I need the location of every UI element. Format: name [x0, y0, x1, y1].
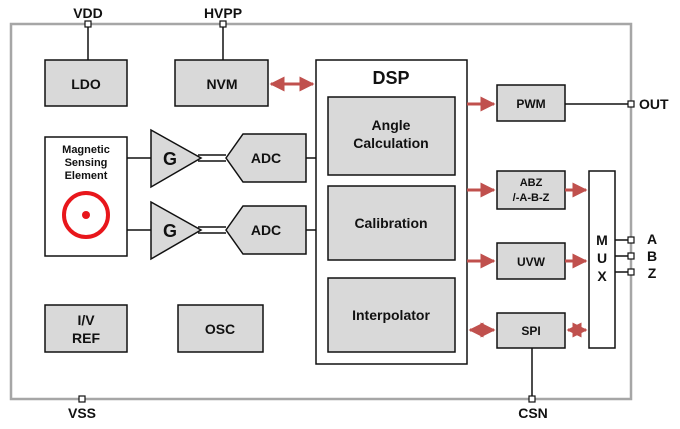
gain-amp-bottom: G: [150, 200, 203, 261]
abz-block: ABZ /-A-B-Z: [496, 170, 566, 210]
adc-top-label: ADC: [251, 150, 281, 166]
iv-ref-label-line2: REF: [72, 330, 100, 346]
wire-gain-adc-top: [198, 154, 226, 162]
interpolator-label: Interpolator: [352, 307, 430, 323]
pin-z-label: Z: [648, 265, 657, 281]
chip-boundary: [9, 22, 633, 401]
sensor-dot-icon: [82, 211, 90, 219]
adc-bottom-label: ADC: [251, 222, 281, 238]
mux-label-u: U: [597, 250, 607, 266]
pin-hvpp: HVPP: [204, 5, 242, 60]
angle-calculation-label-line2: Calculation: [353, 135, 428, 151]
pin-b-label: B: [647, 248, 657, 264]
wire-gain-adc-bottom: [198, 226, 226, 234]
osc-block: OSC: [177, 304, 264, 353]
interpolator-block: Interpolator: [327, 277, 456, 353]
pwm-block: PWM: [496, 84, 566, 122]
abz-label-line2: /-A-B-Z: [513, 192, 550, 204]
calibration-label: Calibration: [354, 215, 427, 231]
pin-z: Z: [615, 265, 657, 281]
spi-block: SPI: [496, 312, 566, 349]
gain-top-label: G: [163, 149, 177, 169]
pin-csn-label: CSN: [518, 405, 548, 421]
sensor-ring-icon: [62, 191, 110, 239]
pin-a: A: [615, 231, 657, 247]
adc-top-block: ADC: [225, 133, 307, 183]
iv-ref-block: I/V REF: [44, 304, 128, 353]
angle-calculation-block: Angle Calculation: [327, 96, 456, 176]
dsp-label: DSP: [372, 68, 409, 88]
mux-label-x: X: [597, 268, 607, 284]
pin-csn: CSN: [518, 348, 548, 421]
magnetic-sensing-element: Magnetic Sensing Element: [44, 136, 128, 257]
uvw-label: UVW: [517, 255, 546, 269]
pin-vss: VSS: [68, 395, 96, 421]
osc-label: OSC: [205, 321, 235, 337]
pin-vdd: VDD: [73, 5, 103, 60]
pin-out: OUT: [565, 96, 669, 112]
pin-a-label: A: [647, 231, 657, 247]
pin-out-label: OUT: [639, 96, 669, 112]
mux-label-m: M: [596, 232, 608, 248]
sensing-label-line3: Element: [65, 170, 108, 182]
pin-vss-label: VSS: [68, 405, 96, 421]
nvm-label: NVM: [206, 76, 237, 92]
angle-calculation-label-line1: Angle: [372, 117, 411, 133]
iv-ref-label-line1: I/V: [77, 312, 95, 328]
pin-hvpp-label: HVPP: [204, 5, 242, 21]
adc-bottom-block: ADC: [225, 205, 307, 255]
gain-bottom-label: G: [163, 221, 177, 241]
abz-label-line1: ABZ: [520, 177, 543, 189]
pwm-label: PWM: [516, 97, 545, 111]
sensing-label-line1: Magnetic: [62, 144, 110, 156]
spi-label: SPI: [521, 324, 540, 338]
ldo-label: LDO: [71, 76, 101, 92]
ldo-block: LDO: [44, 59, 128, 107]
nvm-block: NVM: [174, 59, 269, 107]
uvw-block: UVW: [496, 242, 566, 280]
mux-block: M U X: [588, 170, 616, 349]
calibration-block: Calibration: [327, 185, 456, 261]
sensing-label-line2: Sensing: [65, 157, 108, 169]
pin-vdd-label: VDD: [73, 5, 103, 21]
pin-b: B: [615, 248, 657, 264]
gain-amp-top: G: [150, 128, 203, 189]
